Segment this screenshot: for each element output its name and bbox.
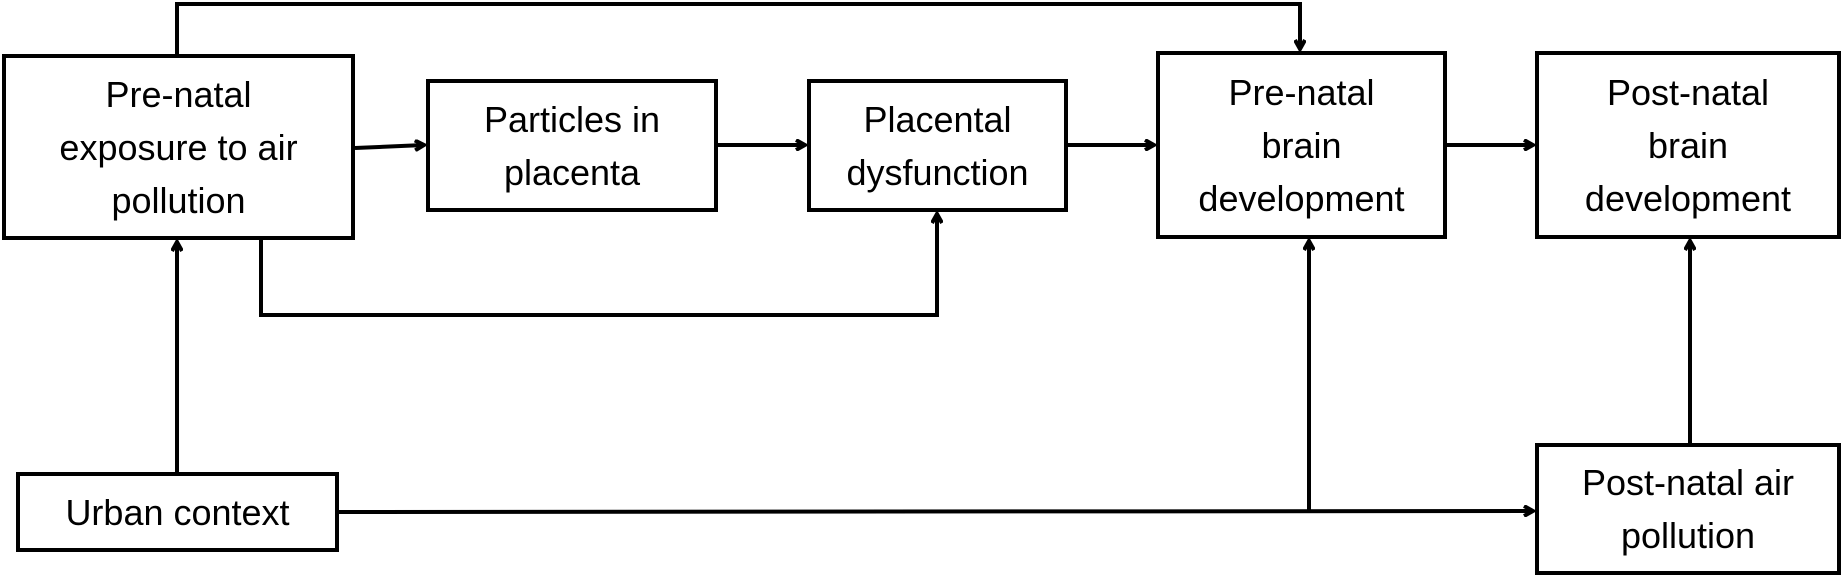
node-prenatal-exposure: Pre-natal exposure to air pollution	[2, 54, 355, 240]
node-prenatal-brain-development: Pre-natal brain development	[1156, 51, 1447, 239]
node-postnatal-air-pollution: Post-natal air pollution	[1535, 443, 1841, 575]
node-label: Particles in placenta	[483, 98, 661, 193]
node-label: Pre-natal brain development	[1198, 71, 1405, 219]
node-label: Post-natal brain development	[1584, 71, 1792, 219]
node-placental-dysfunction: Placental dysfunction	[807, 79, 1068, 212]
node-particles-in-placenta: Particles in placenta	[426, 79, 718, 212]
edge-exposure-to-prebrain	[175, 2, 1300, 54]
node-label: Pre-natal exposure to air pollution	[59, 73, 298, 221]
node-postnatal-brain-development: Post-natal brain development	[1535, 51, 1841, 239]
edge-exposure-to-placental	[259, 214, 937, 317]
edge-urban-to-postair	[338, 511, 1533, 512]
node-label: Post-natal air pollution	[1581, 462, 1795, 556]
node-urban-context: Urban context	[16, 472, 339, 552]
node-label: Urban context	[65, 491, 290, 533]
edge-exposure-to-particles	[354, 145, 424, 148]
node-label: Placental dysfunction	[846, 98, 1029, 193]
